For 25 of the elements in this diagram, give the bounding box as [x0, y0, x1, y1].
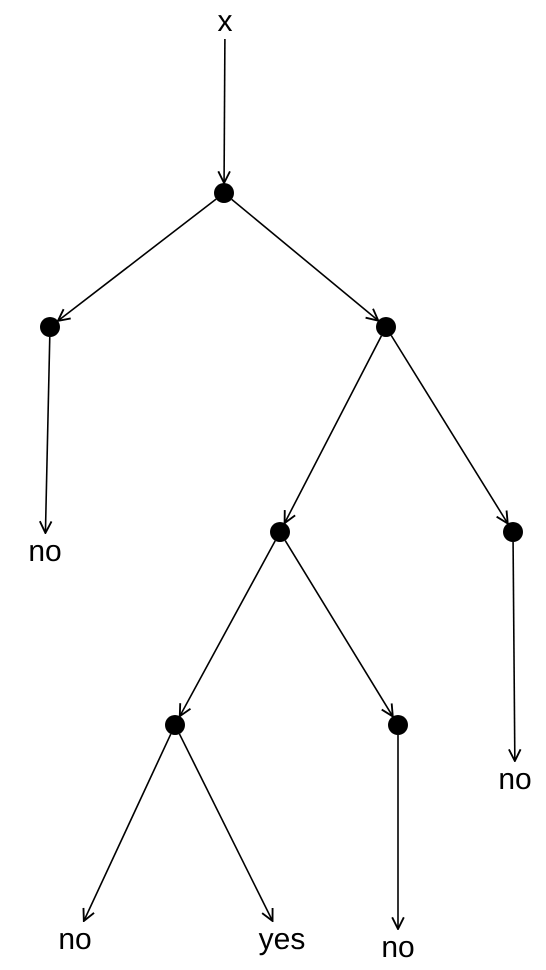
- node-label: no: [381, 931, 415, 965]
- arrow: [508, 542, 522, 762]
- tree-node-dot: [388, 715, 408, 735]
- arrow: [82, 734, 172, 922]
- node-label: x: [218, 5, 232, 39]
- tree-node-dot: [165, 715, 185, 735]
- node-label: no: [498, 763, 532, 797]
- node-label: no: [58, 923, 92, 957]
- node-label: no: [28, 535, 62, 569]
- arrow: [178, 540, 276, 718]
- arrow: [217, 39, 231, 184]
- arrow: [231, 198, 380, 322]
- arrow: [284, 540, 394, 718]
- arrow: [390, 335, 509, 524]
- arrow: [57, 198, 217, 322]
- tree-node-dot: [40, 317, 60, 337]
- tree-node-dot: [503, 522, 523, 542]
- node-label: yes: [258, 923, 306, 957]
- arrow: [38, 336, 52, 534]
- arrow: [391, 735, 405, 930]
- tree-node-dot: [270, 522, 290, 542]
- arrow: [178, 734, 274, 922]
- tree-node-dot: [376, 317, 396, 337]
- arrow: [284, 336, 382, 524]
- tree-node-dot: [214, 183, 234, 203]
